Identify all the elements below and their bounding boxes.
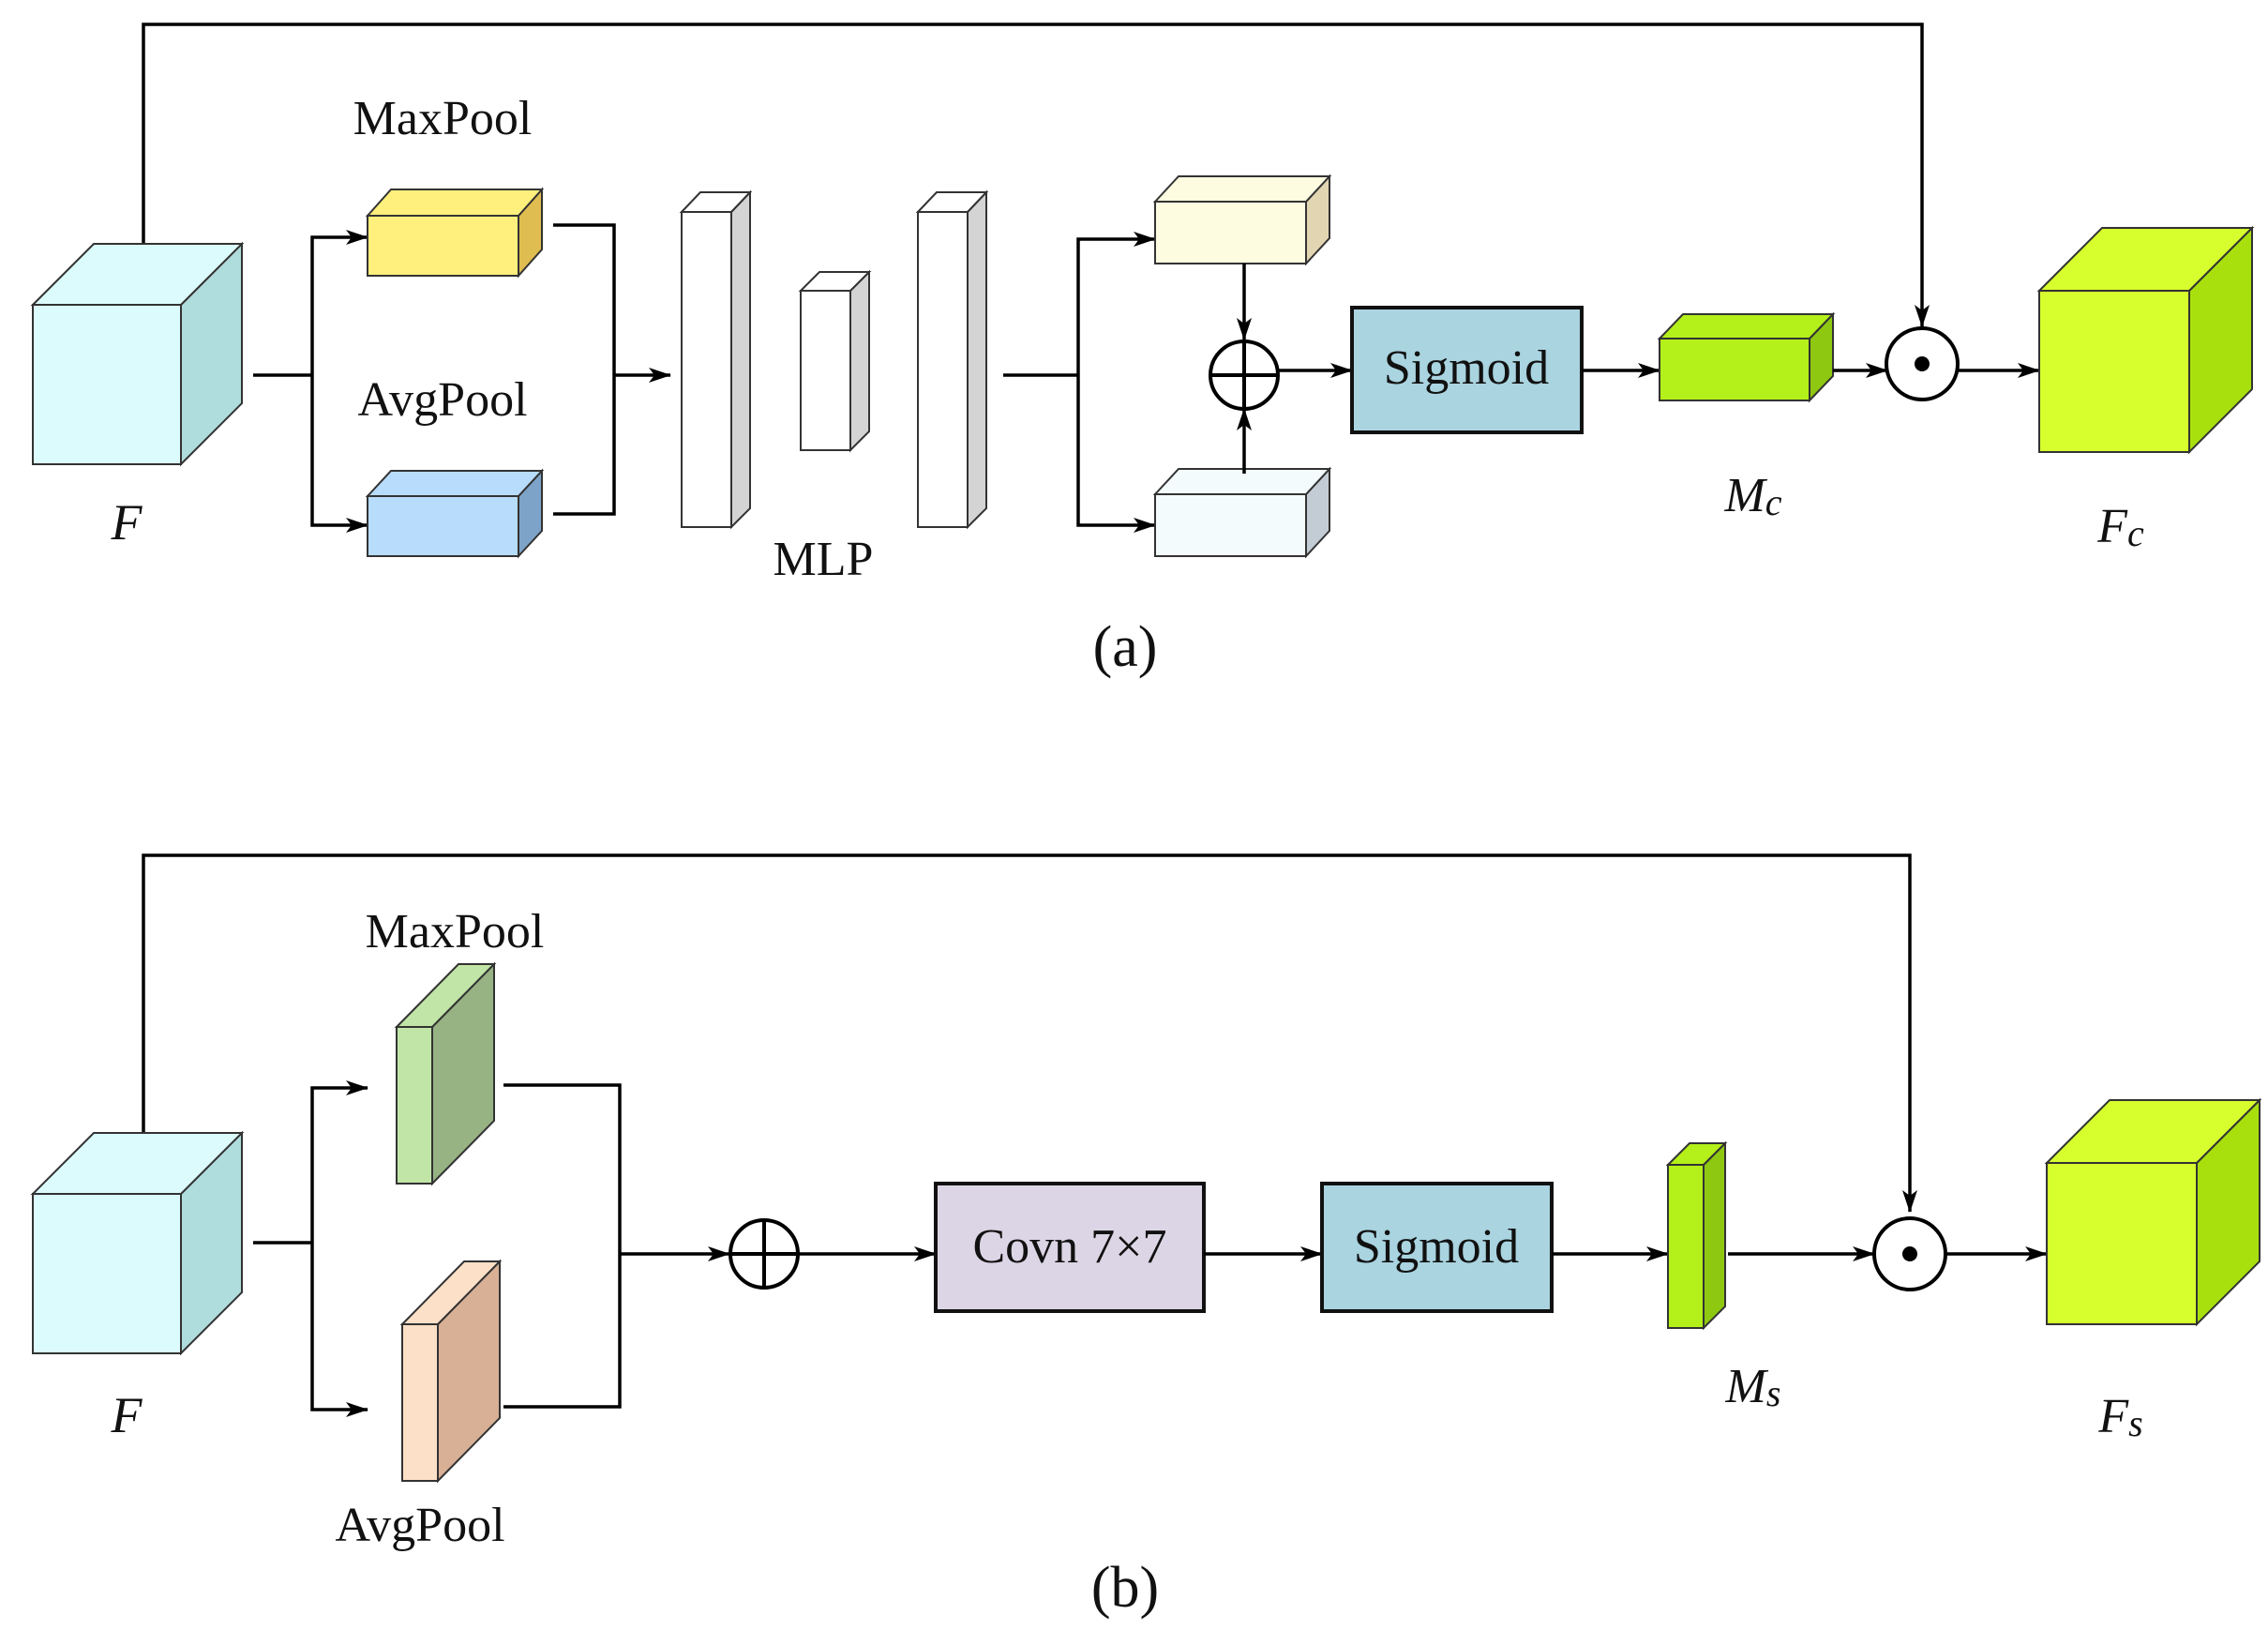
mlp-layer-1 xyxy=(679,189,753,530)
output-cube-a xyxy=(2036,225,2255,455)
mlp-layer-2-side xyxy=(849,269,870,453)
channel-attention-map-a xyxy=(1657,311,1836,403)
to-avgpool-a xyxy=(310,375,368,533)
output-label-b-base: F xyxy=(2097,1390,2129,1443)
output-label-a-base: F xyxy=(2096,500,2128,553)
mlp-output-bottom-a xyxy=(1152,466,1332,559)
maxpool-label-a: MaxPool xyxy=(353,92,533,145)
mlp-label: MLP xyxy=(774,533,874,586)
multiply-operator-b xyxy=(1872,1216,1947,1291)
channel-attention-map-a-front xyxy=(1659,338,1810,401)
maxpool-to-merge-a xyxy=(553,223,616,516)
mlp-layer-1-front xyxy=(681,211,732,528)
channel-attention-label-base: M xyxy=(1723,469,1767,522)
mlp-output-top-a-top xyxy=(1152,175,1332,203)
sigmoid-label-a: Sigmoid xyxy=(1384,341,1549,395)
to-avgpool-b xyxy=(310,1243,368,1417)
panel-a: Sigmoid MaxPool AvgPool MLP F Mc Fc (a) xyxy=(30,23,2255,679)
multiply-operator-a xyxy=(1885,326,1960,401)
output-cube-b-front xyxy=(2046,1162,2198,1325)
sum-operator-b xyxy=(728,1218,800,1290)
output-label-b-sub: s xyxy=(2128,1402,2143,1444)
sum-operator-a xyxy=(1209,340,1280,411)
output-cube-b xyxy=(2044,1097,2262,1327)
mlp-layer-3-front xyxy=(917,211,969,528)
sigmoid-box-a xyxy=(1350,306,1584,434)
to-maxpool-a xyxy=(310,230,368,375)
mlp-output-top-a-front xyxy=(1154,201,1307,264)
maxpool-box-a xyxy=(365,187,545,279)
spatial-attention-map xyxy=(1665,1140,1728,1331)
maxpool-box-a-front xyxy=(367,215,519,277)
spatial-attention-label-base: M xyxy=(1725,1360,1769,1413)
caption-b: (b) xyxy=(1091,1556,1159,1620)
panel-b: Covn 7×7 Sigmoid MaxPool AvgPool F Ms Fs… xyxy=(30,853,2262,1620)
caption-a: (a) xyxy=(1093,615,1158,679)
avgpool-box-a xyxy=(365,468,545,559)
maxpool-box-a-top xyxy=(365,189,545,217)
to-maxpool-b xyxy=(310,1080,368,1243)
sigmoid-box-b xyxy=(1320,1182,1554,1313)
input-cube-a xyxy=(30,241,245,467)
avgpool-box-a-top xyxy=(365,470,545,497)
channel-attention-label: Mc xyxy=(1723,469,1781,523)
mlp-layer-2 xyxy=(798,269,872,453)
mlp-output-top-a xyxy=(1152,174,1332,266)
output-label-a-sub: c xyxy=(2127,512,2144,554)
avgpool-label-a: AvgPool xyxy=(357,373,527,427)
input-cube-b xyxy=(30,1130,245,1356)
conv-box xyxy=(934,1182,1206,1313)
input-label-b: F xyxy=(111,1387,143,1443)
input-label-a: F xyxy=(111,494,143,551)
input-cube-a-front xyxy=(32,304,182,465)
output-cube-a-front xyxy=(2038,290,2190,453)
avgpool-slab-b-front xyxy=(401,1323,439,1482)
sigmoid-label-b: Sigmoid xyxy=(1354,1220,1519,1274)
spatial-attention-map-front xyxy=(1667,1164,1705,1329)
conv-label: Covn 7×7 xyxy=(972,1220,1166,1274)
mlp-layer-3-side xyxy=(967,189,987,530)
output-label-b: Fs xyxy=(2097,1390,2142,1444)
channel-attention-map-a-top xyxy=(1657,313,1836,340)
pool-merge-b xyxy=(503,1083,622,1409)
mlp-layer-2-front xyxy=(800,290,851,451)
output-label-a: Fc xyxy=(2096,500,2144,554)
mlp-output-bottom-a-top xyxy=(1152,468,1332,495)
mlp-layer-3 xyxy=(915,189,989,530)
spatial-attention-label: Ms xyxy=(1725,1360,1781,1414)
maxpool-slab-b-front xyxy=(396,1026,433,1185)
spatial-attention-label-sub: s xyxy=(1766,1372,1781,1414)
to-sum-bottom-a xyxy=(1076,375,1156,533)
input-cube-b-front xyxy=(32,1193,182,1354)
avgpool-slab-b xyxy=(399,1259,503,1484)
mlp-output-bottom-a-front xyxy=(1154,493,1307,557)
channel-attention-label-sub: c xyxy=(1765,481,1782,523)
avgpool-label-b: AvgPool xyxy=(335,1499,504,1552)
spatial-attention-map-side xyxy=(1703,1140,1726,1331)
mlp-layer-1-side xyxy=(730,189,751,530)
skip-connection-a xyxy=(142,23,1930,327)
to-sum-top-a xyxy=(1076,232,1156,375)
maxpool-slab-b xyxy=(394,961,497,1186)
skip-connection-b xyxy=(142,853,1917,1213)
avgpool-box-a-front xyxy=(367,495,519,557)
maxpool-label-b: MaxPool xyxy=(366,905,545,958)
